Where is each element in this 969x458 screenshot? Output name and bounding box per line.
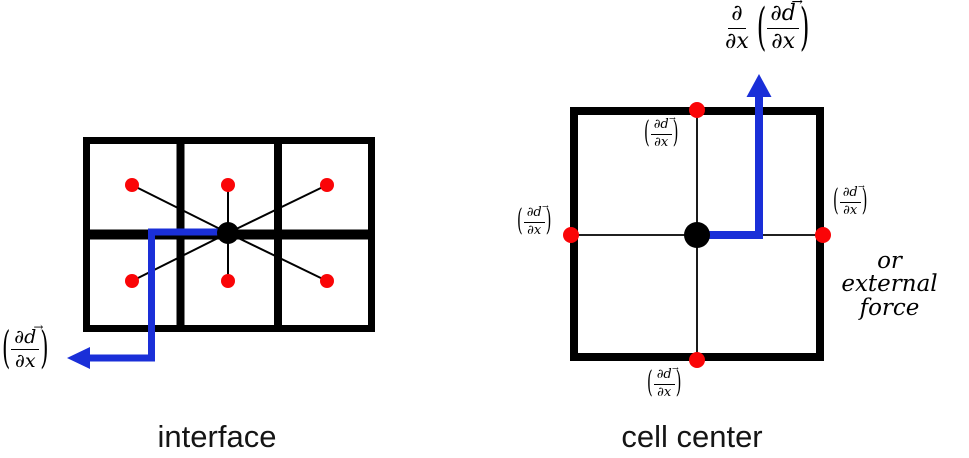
vector-arrow: → <box>668 113 676 123</box>
vector-arrow: → <box>857 181 865 191</box>
external-force-note: or external force <box>810 248 969 321</box>
denominator: ∂x <box>527 222 542 238</box>
denominator: ∂x <box>657 384 672 400</box>
vector-arrow: → <box>671 363 679 373</box>
interface-gradient-arrow-shaft <box>89 228 229 362</box>
interface-diagram-shapes <box>67 137 375 369</box>
cell-center-diagram-shapes <box>563 74 831 368</box>
right-paren: ) <box>672 115 679 150</box>
cell-center-node-dot <box>684 222 710 248</box>
denominator: ∂x <box>771 28 796 54</box>
divergence-arrow-shaft <box>698 96 763 239</box>
inner-derivative: ( ∂d→ ∂x ) <box>756 0 811 57</box>
top-face-derivative-label: ( ∂d→ ∂x ) <box>643 114 679 150</box>
interface-gradient-arrowhead <box>67 347 90 369</box>
vector-arrow: → <box>33 319 43 334</box>
numerator: ∂d→ <box>523 202 549 223</box>
numerator: ∂d→ <box>653 364 679 385</box>
right-paren: ) <box>799 0 810 57</box>
left-paren: ( <box>517 203 523 238</box>
cell-center-dots <box>125 178 334 288</box>
fraction: ∂d→ ∂x <box>839 182 865 218</box>
fraction: ∂d→ ∂x <box>650 114 676 150</box>
left-face-derivative-label: ( ∂d→ ∂x ) <box>516 202 552 238</box>
interface-node-dot <box>217 222 239 244</box>
vector-arrow: → <box>791 0 802 10</box>
second-derivative-formula: ∂ ∂x ( ∂d→ ∂x ) <box>722 0 811 57</box>
fraction: ∂d→ ∂x <box>653 364 679 400</box>
right-paren: ) <box>545 203 552 238</box>
left-paren: ( <box>647 365 653 400</box>
denominator: ∂x <box>843 202 858 218</box>
outer-fraction: ∂ ∂x <box>722 1 752 54</box>
fraction: ∂d→ ∂x <box>523 202 549 238</box>
face-dots <box>563 102 831 368</box>
left-paren: ( <box>2 323 11 376</box>
interface-derivative-label: ( ∂d→ ∂x ) <box>1 320 50 376</box>
note-line-or: or <box>877 248 902 274</box>
right-face-derivative-label: ( ∂d→ ∂x ) <box>832 182 868 218</box>
fraction: ∂d→ ∂x <box>767 0 803 54</box>
fraction: ∂d→ ∂x <box>11 320 43 373</box>
right-paren: ) <box>40 323 49 376</box>
numerator: ∂d→ <box>767 0 803 29</box>
numerator: ∂d→ <box>839 182 865 203</box>
denominator: ∂x <box>654 134 669 150</box>
numerator: ∂ <box>728 1 746 29</box>
denominator: ∂x <box>725 28 749 54</box>
bottom-face-derivative-label: ( ∂d→ ∂x ) <box>646 364 682 400</box>
vector-arrow: → <box>541 201 549 211</box>
numerator: ∂d→ <box>11 320 43 351</box>
right-paren: ) <box>675 365 682 400</box>
left-paren: ( <box>833 183 839 218</box>
interface-caption: interface <box>157 419 277 454</box>
right-paren: ) <box>861 183 868 218</box>
divergence-arrowhead <box>746 74 772 97</box>
denominator: ∂x <box>15 350 36 373</box>
left-paren: ( <box>756 0 767 57</box>
left-paren: ( <box>644 115 650 150</box>
cell-center-caption: cell center <box>621 419 763 454</box>
numerator: ∂d→ <box>650 114 676 135</box>
note-line-external-force: external force <box>841 271 938 321</box>
